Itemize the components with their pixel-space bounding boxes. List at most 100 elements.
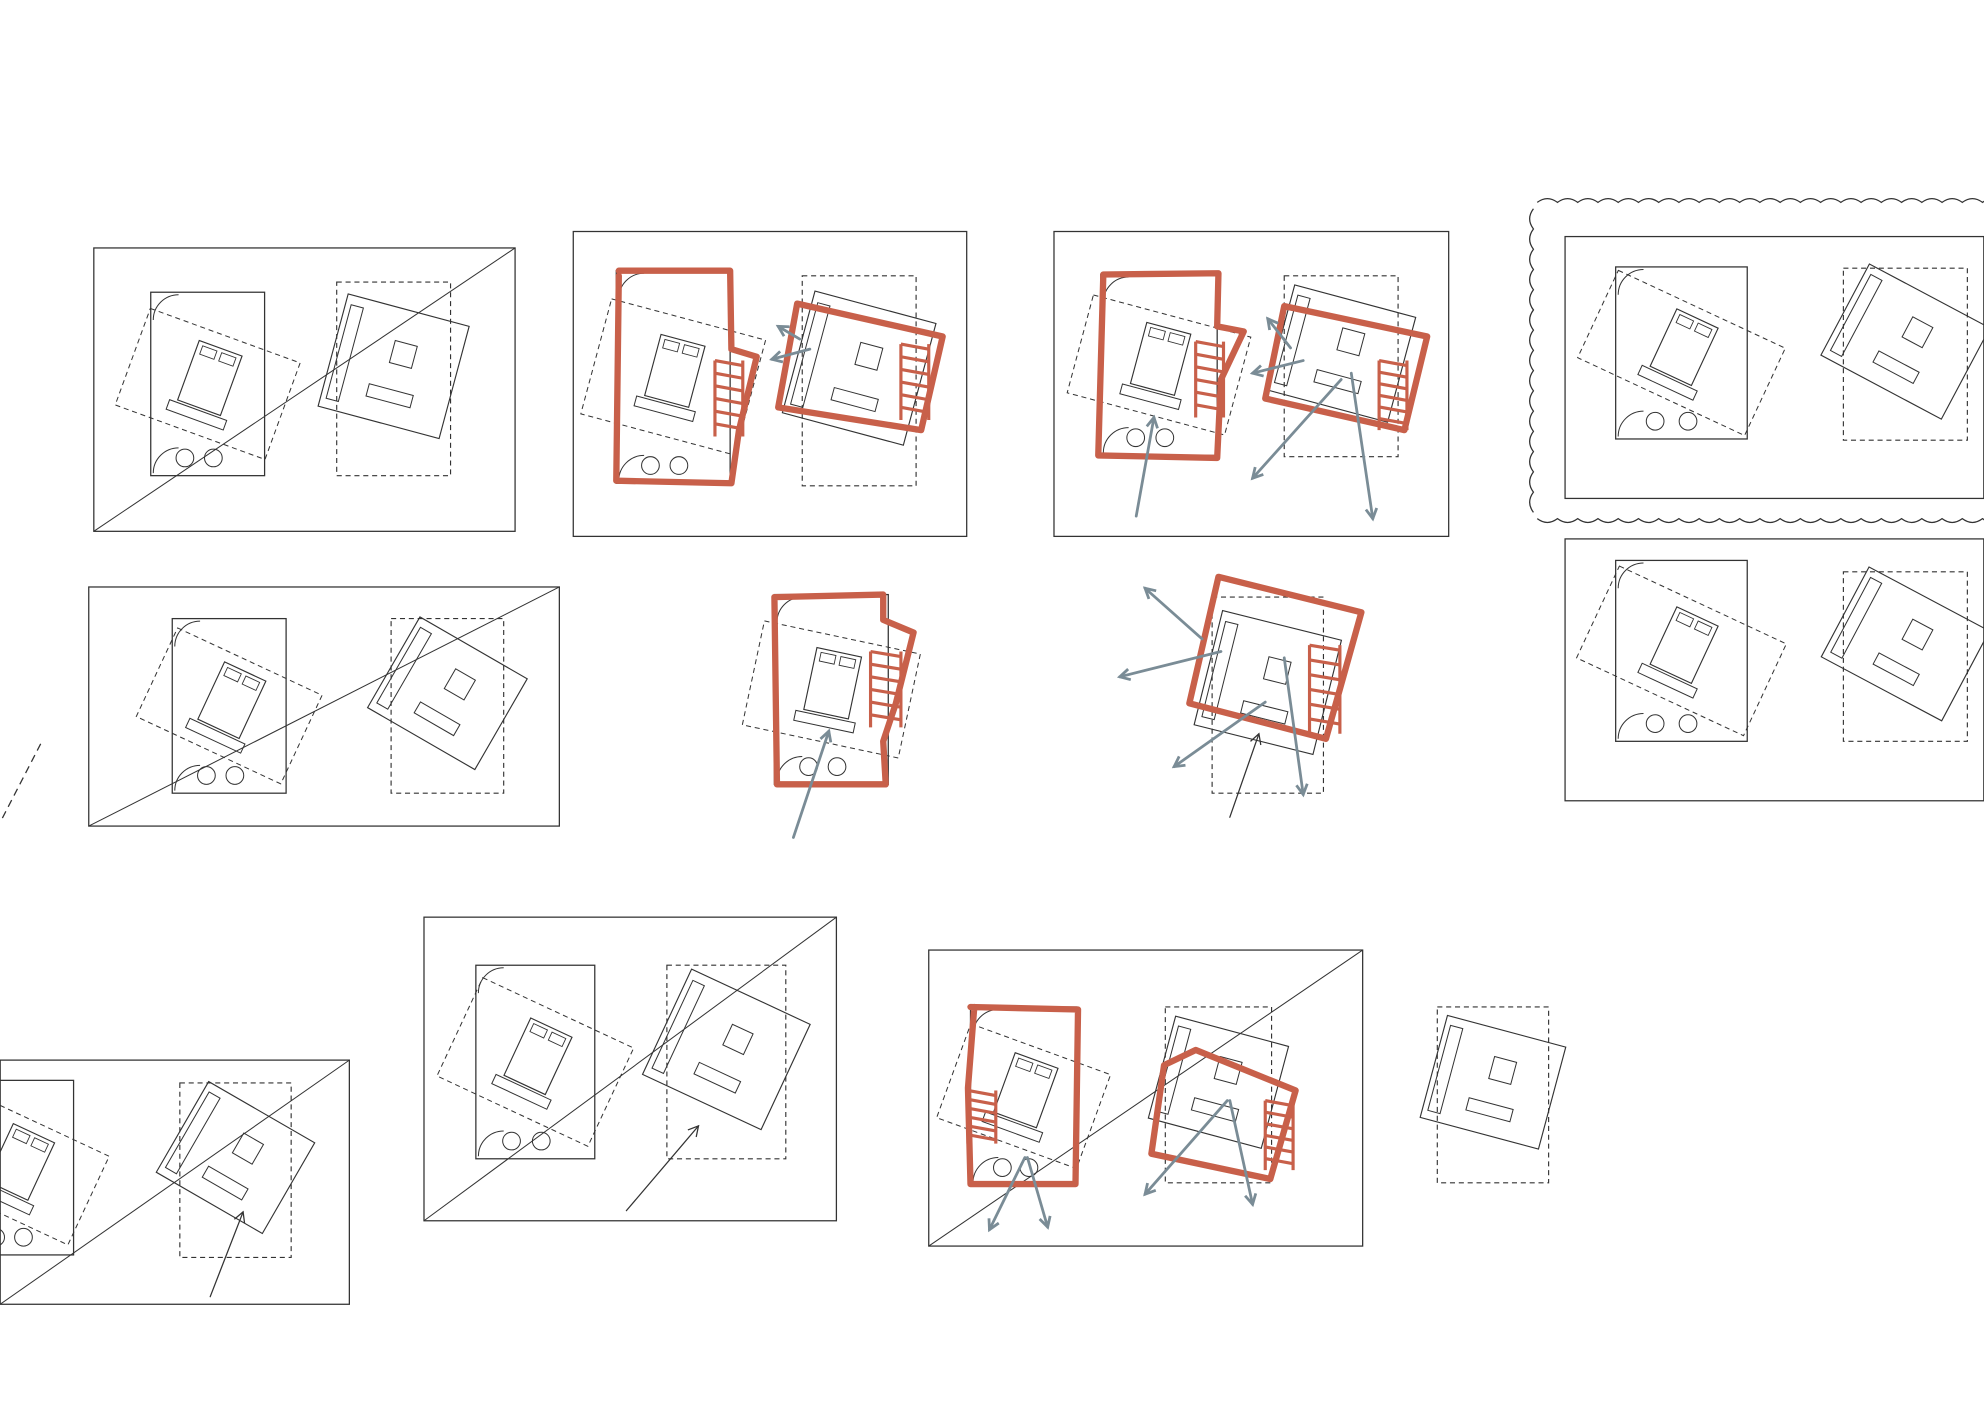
option-board-4[interactable] (1529, 197, 1984, 524)
room-wall (1100, 273, 1218, 457)
rotated-layout (1576, 269, 1786, 437)
bed-icon (176, 339, 243, 417)
armchair-icon (1678, 411, 1698, 431)
option-board-3[interactable] (1053, 230, 1450, 538)
option-board-2[interactable] (572, 230, 968, 538)
armchair-icon (827, 757, 847, 776)
sofa-icon (1830, 576, 1883, 659)
armchair-icon (1901, 618, 1934, 651)
arrowhead (1038, 1215, 1052, 1230)
sofa-icon (1155, 1025, 1192, 1115)
dresser (1637, 364, 1698, 401)
red-hatch (1378, 416, 1408, 426)
pillow (1167, 332, 1186, 346)
room-wall (1615, 266, 1748, 440)
rotated-layout (1575, 565, 1787, 737)
room-plan-alt (1419, 1006, 1567, 1184)
sofa-icon (325, 304, 365, 403)
room-wall (0, 1079, 75, 1256)
tv-unit (1872, 350, 1920, 385)
layout-dashed-outline (114, 307, 301, 461)
armchair-icon (993, 1158, 1012, 1178)
red-hatch (714, 422, 744, 431)
bed-icon (1649, 606, 1719, 685)
armchair-icon (502, 1131, 521, 1151)
arrowhead (1244, 1193, 1258, 1208)
red-hatch (1195, 403, 1224, 412)
dresser (165, 399, 228, 431)
option-board-5[interactable] (1564, 538, 1984, 802)
arrowhead (769, 350, 784, 364)
red-markup-stroke (1186, 573, 1365, 742)
option-board-11[interactable] (928, 949, 1364, 1247)
tv-unit (413, 701, 461, 737)
red-hatch (967, 1106, 997, 1115)
armchair-icon (175, 448, 195, 468)
room-wall (615, 270, 731, 484)
room-plan-alt (641, 964, 811, 1160)
pillow (529, 1022, 549, 1039)
furniture-outline (641, 968, 811, 1131)
pillow (30, 1137, 49, 1153)
arrowhead (819, 728, 833, 743)
room-plan (1575, 559, 1787, 742)
sketch-8 (1116, 573, 1365, 818)
armchair-icon (1213, 1055, 1243, 1086)
red-markup-stroke (775, 300, 946, 434)
arrow-icon (1282, 656, 1305, 796)
armchair-icon (1155, 428, 1175, 448)
armchair-icon (1488, 1055, 1518, 1086)
furniture-outline (1419, 1014, 1567, 1150)
door-swing-icon (152, 447, 179, 474)
red-hatch (900, 367, 930, 377)
red-hatch (1195, 377, 1224, 387)
red-hatch (714, 371, 744, 380)
tv-unit (1240, 700, 1289, 725)
door-swing-icon (1617, 268, 1644, 295)
frame-border (928, 949, 1364, 1247)
red-hatch (1309, 717, 1341, 726)
door-swing-icon (174, 764, 201, 791)
red-hatch (870, 662, 902, 671)
armchair-icon (1645, 411, 1665, 431)
red-hatch (1264, 1157, 1294, 1166)
sofa-icon (164, 1091, 221, 1175)
dresser (633, 395, 696, 423)
red-hatch (900, 355, 930, 364)
pillow (1693, 620, 1713, 637)
red-hatch (1309, 702, 1341, 711)
sofa-icon (1273, 294, 1311, 387)
frame-border (423, 916, 838, 1222)
rotated-layout (935, 1023, 1112, 1170)
door-swing-icon (1102, 427, 1129, 453)
room-wall (150, 291, 266, 477)
door-swing-icon (618, 272, 645, 299)
layout-dashed-outline (1575, 565, 1787, 737)
option-board-1[interactable] (93, 247, 516, 532)
red-hatch (1309, 687, 1341, 697)
pillow (241, 675, 261, 692)
room-dashed-outline (179, 1082, 292, 1259)
pillow (223, 666, 242, 683)
frame-diagonal (0, 1059, 350, 1305)
red-hatch (1264, 1133, 1294, 1142)
sketch-12 (1419, 1006, 1567, 1184)
armchair-icon (388, 339, 418, 369)
arrowhead (1171, 755, 1186, 769)
rotated-layout (1820, 263, 1984, 420)
red-hatch (1264, 1145, 1294, 1154)
room-plan (436, 964, 635, 1160)
option-board-10[interactable] (423, 916, 838, 1222)
red-hatch (870, 713, 902, 722)
bed-icon (0, 1122, 56, 1201)
red-hatch (1378, 382, 1408, 391)
red-hatch (1378, 393, 1408, 402)
option-board-9[interactable] (0, 1059, 350, 1305)
arrowhead (1250, 732, 1262, 746)
room-plan (1576, 266, 1786, 440)
option-board-6[interactable] (0, 586, 560, 827)
room-dashed-outline (1283, 275, 1399, 458)
red-hatch (1264, 1122, 1294, 1131)
